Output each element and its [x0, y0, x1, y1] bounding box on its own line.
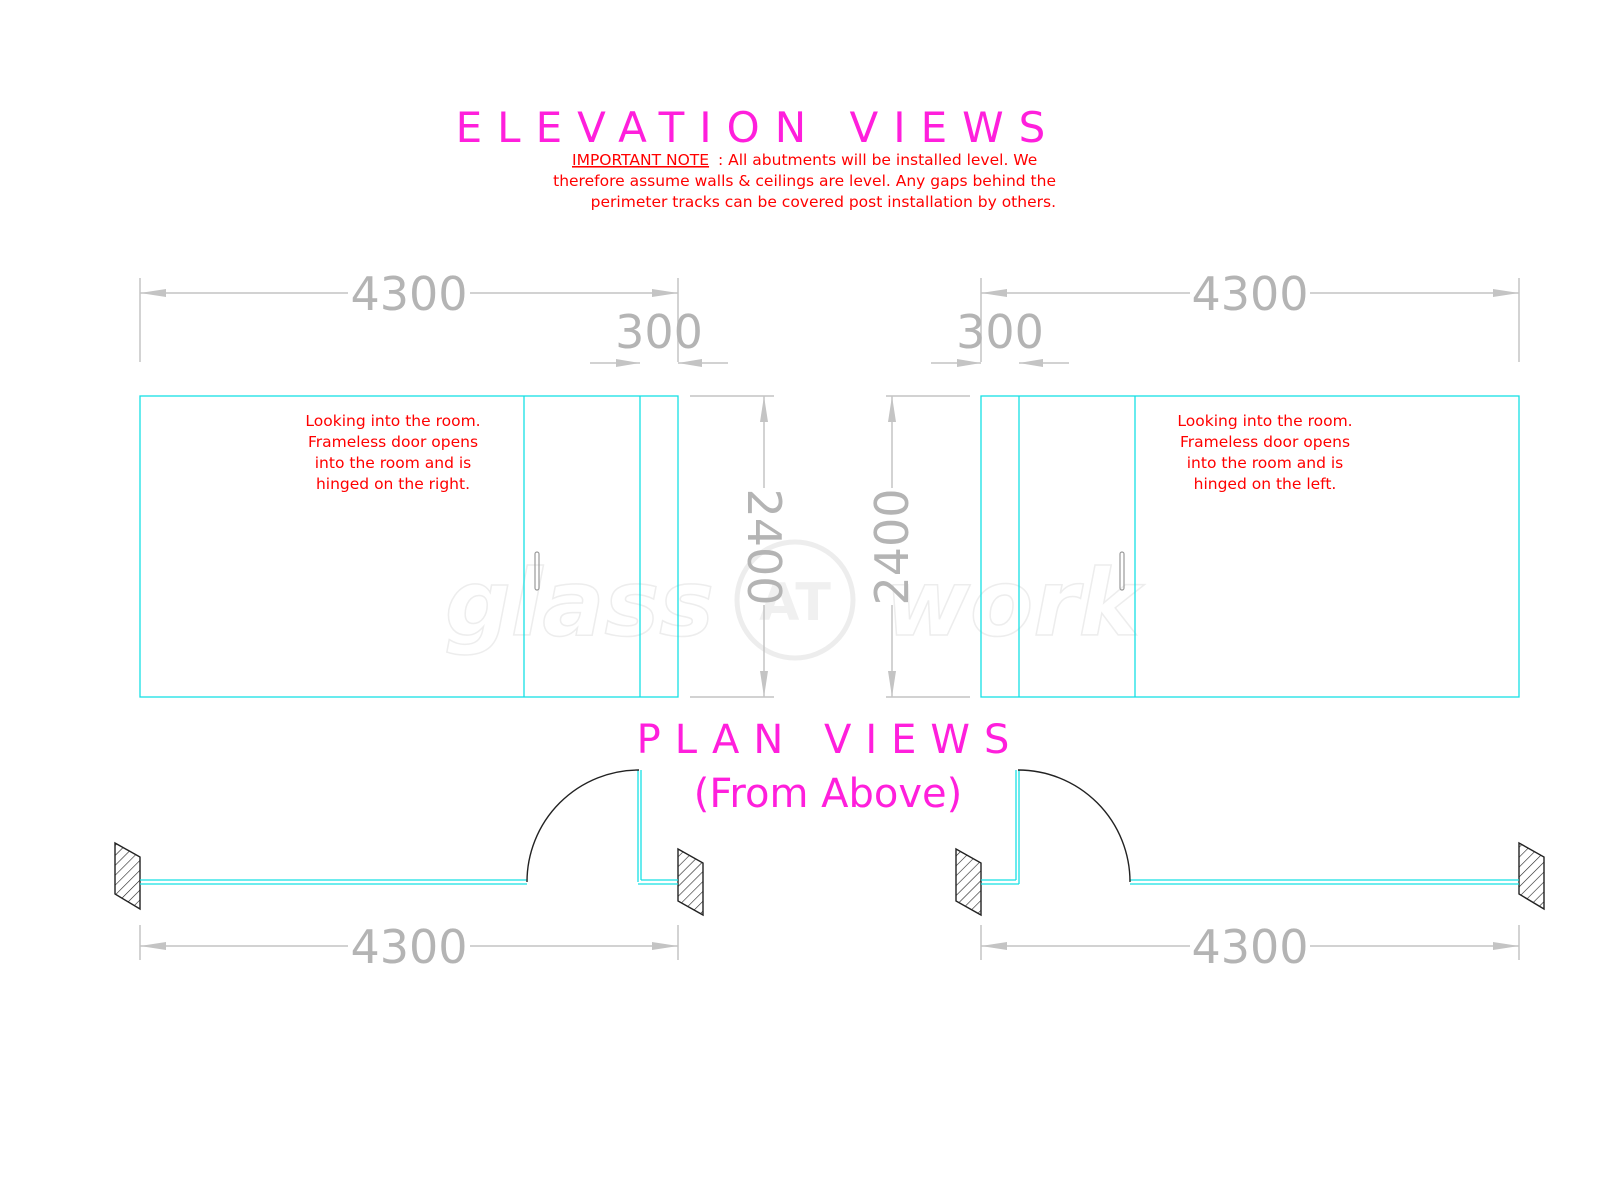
elevation-views-title: ELEVATION VIEWS — [456, 103, 1061, 152]
left-elev-width-arrow-left — [140, 289, 166, 297]
left-elev-caption-4: hinged on the right. — [316, 475, 470, 493]
right-elev-width-label: 4300 — [1191, 267, 1308, 321]
right-plan-door-swing-arc — [1017, 769, 1131, 883]
left-elev-door-handle — [534, 551, 540, 591]
left-elev-width-label: 4300 — [350, 267, 467, 321]
right-elev-outline — [980, 395, 1520, 698]
right-elev-return-arrow-b — [1019, 359, 1043, 367]
right-plan-width-arrow-right — [1493, 942, 1519, 950]
right-plan-width-arrow-left — [981, 942, 1007, 950]
left-plan-wall-left — [114, 841, 141, 911]
right-elev-width-arrow-left — [981, 289, 1007, 297]
watermark: glass AT work — [444, 539, 1145, 661]
left-elev-height-label: 2400 — [737, 488, 791, 605]
right-elev-caption-1: Looking into the room. — [1177, 412, 1352, 430]
right-elev-door-handle — [1119, 551, 1125, 591]
right-elevation: 4300 300 Looking into the room. Frameles… — [865, 267, 1520, 698]
right-plan: 4300 — [955, 769, 1545, 974]
watermark-word-glass: glass — [445, 550, 714, 657]
left-plan-width-label: 4300 — [350, 920, 467, 974]
left-plan: 4300 — [114, 769, 704, 974]
left-elev-width-arrow-right — [652, 289, 678, 297]
watermark-badge-circle — [734, 539, 856, 661]
watermark-badge-text: AT — [759, 573, 831, 633]
left-elev-outline — [139, 395, 679, 698]
right-elev-height-label: 2400 — [865, 488, 919, 605]
left-elev-return-arrow-a — [616, 359, 640, 367]
left-elev-height-arrow-top — [760, 396, 768, 422]
left-elev-caption-2: Frameless door opens — [308, 433, 478, 451]
right-elev-return-label: 300 — [956, 305, 1044, 359]
right-plan-width-label: 4300 — [1191, 920, 1308, 974]
right-plan-wall-right — [1518, 841, 1545, 911]
plan-views-subtitle: (From Above) — [694, 771, 963, 817]
left-plan-width-arrow-right — [652, 942, 678, 950]
left-elev-return-label: 300 — [615, 305, 703, 359]
left-elev-return-arrow-b — [678, 359, 702, 367]
important-note-line-2: therefore assume walls & ceilings are le… — [553, 172, 1056, 190]
plan-views-title: PLAN VIEWS — [637, 717, 1024, 763]
left-plan-width-arrow-left — [140, 942, 166, 950]
important-note: IMPORTANT NOTE : All abutments will be i… — [553, 151, 1056, 211]
left-plan-door-swing-arc — [526, 769, 640, 883]
right-elev-caption-4: hinged on the left. — [1194, 475, 1337, 493]
important-note-line-1: : All abutments will be installed level.… — [718, 151, 1037, 169]
right-elev-width-arrow-right — [1493, 289, 1519, 297]
left-elev-caption-1: Looking into the room. — [305, 412, 480, 430]
left-elev-height-arrow-bottom — [760, 671, 768, 697]
watermark-word-work: work — [885, 550, 1145, 657]
left-plan-wall-right — [677, 847, 704, 917]
right-plan-wall-left — [955, 847, 982, 917]
right-elev-caption-3: into the room and is — [1187, 454, 1343, 472]
important-note-line-3: perimeter tracks can be covered post ins… — [591, 193, 1056, 211]
left-elev-caption-3: into the room and is — [315, 454, 471, 472]
right-elev-caption-2: Frameless door opens — [1180, 433, 1350, 451]
right-elev-height-arrow-top — [888, 396, 896, 422]
important-note-label: IMPORTANT NOTE — [572, 151, 709, 169]
right-elev-height-arrow-bottom — [888, 671, 896, 697]
right-elev-return-arrow-a — [957, 359, 981, 367]
left-elevation: 4300 300 Looking into the room. Frameles… — [139, 267, 791, 698]
